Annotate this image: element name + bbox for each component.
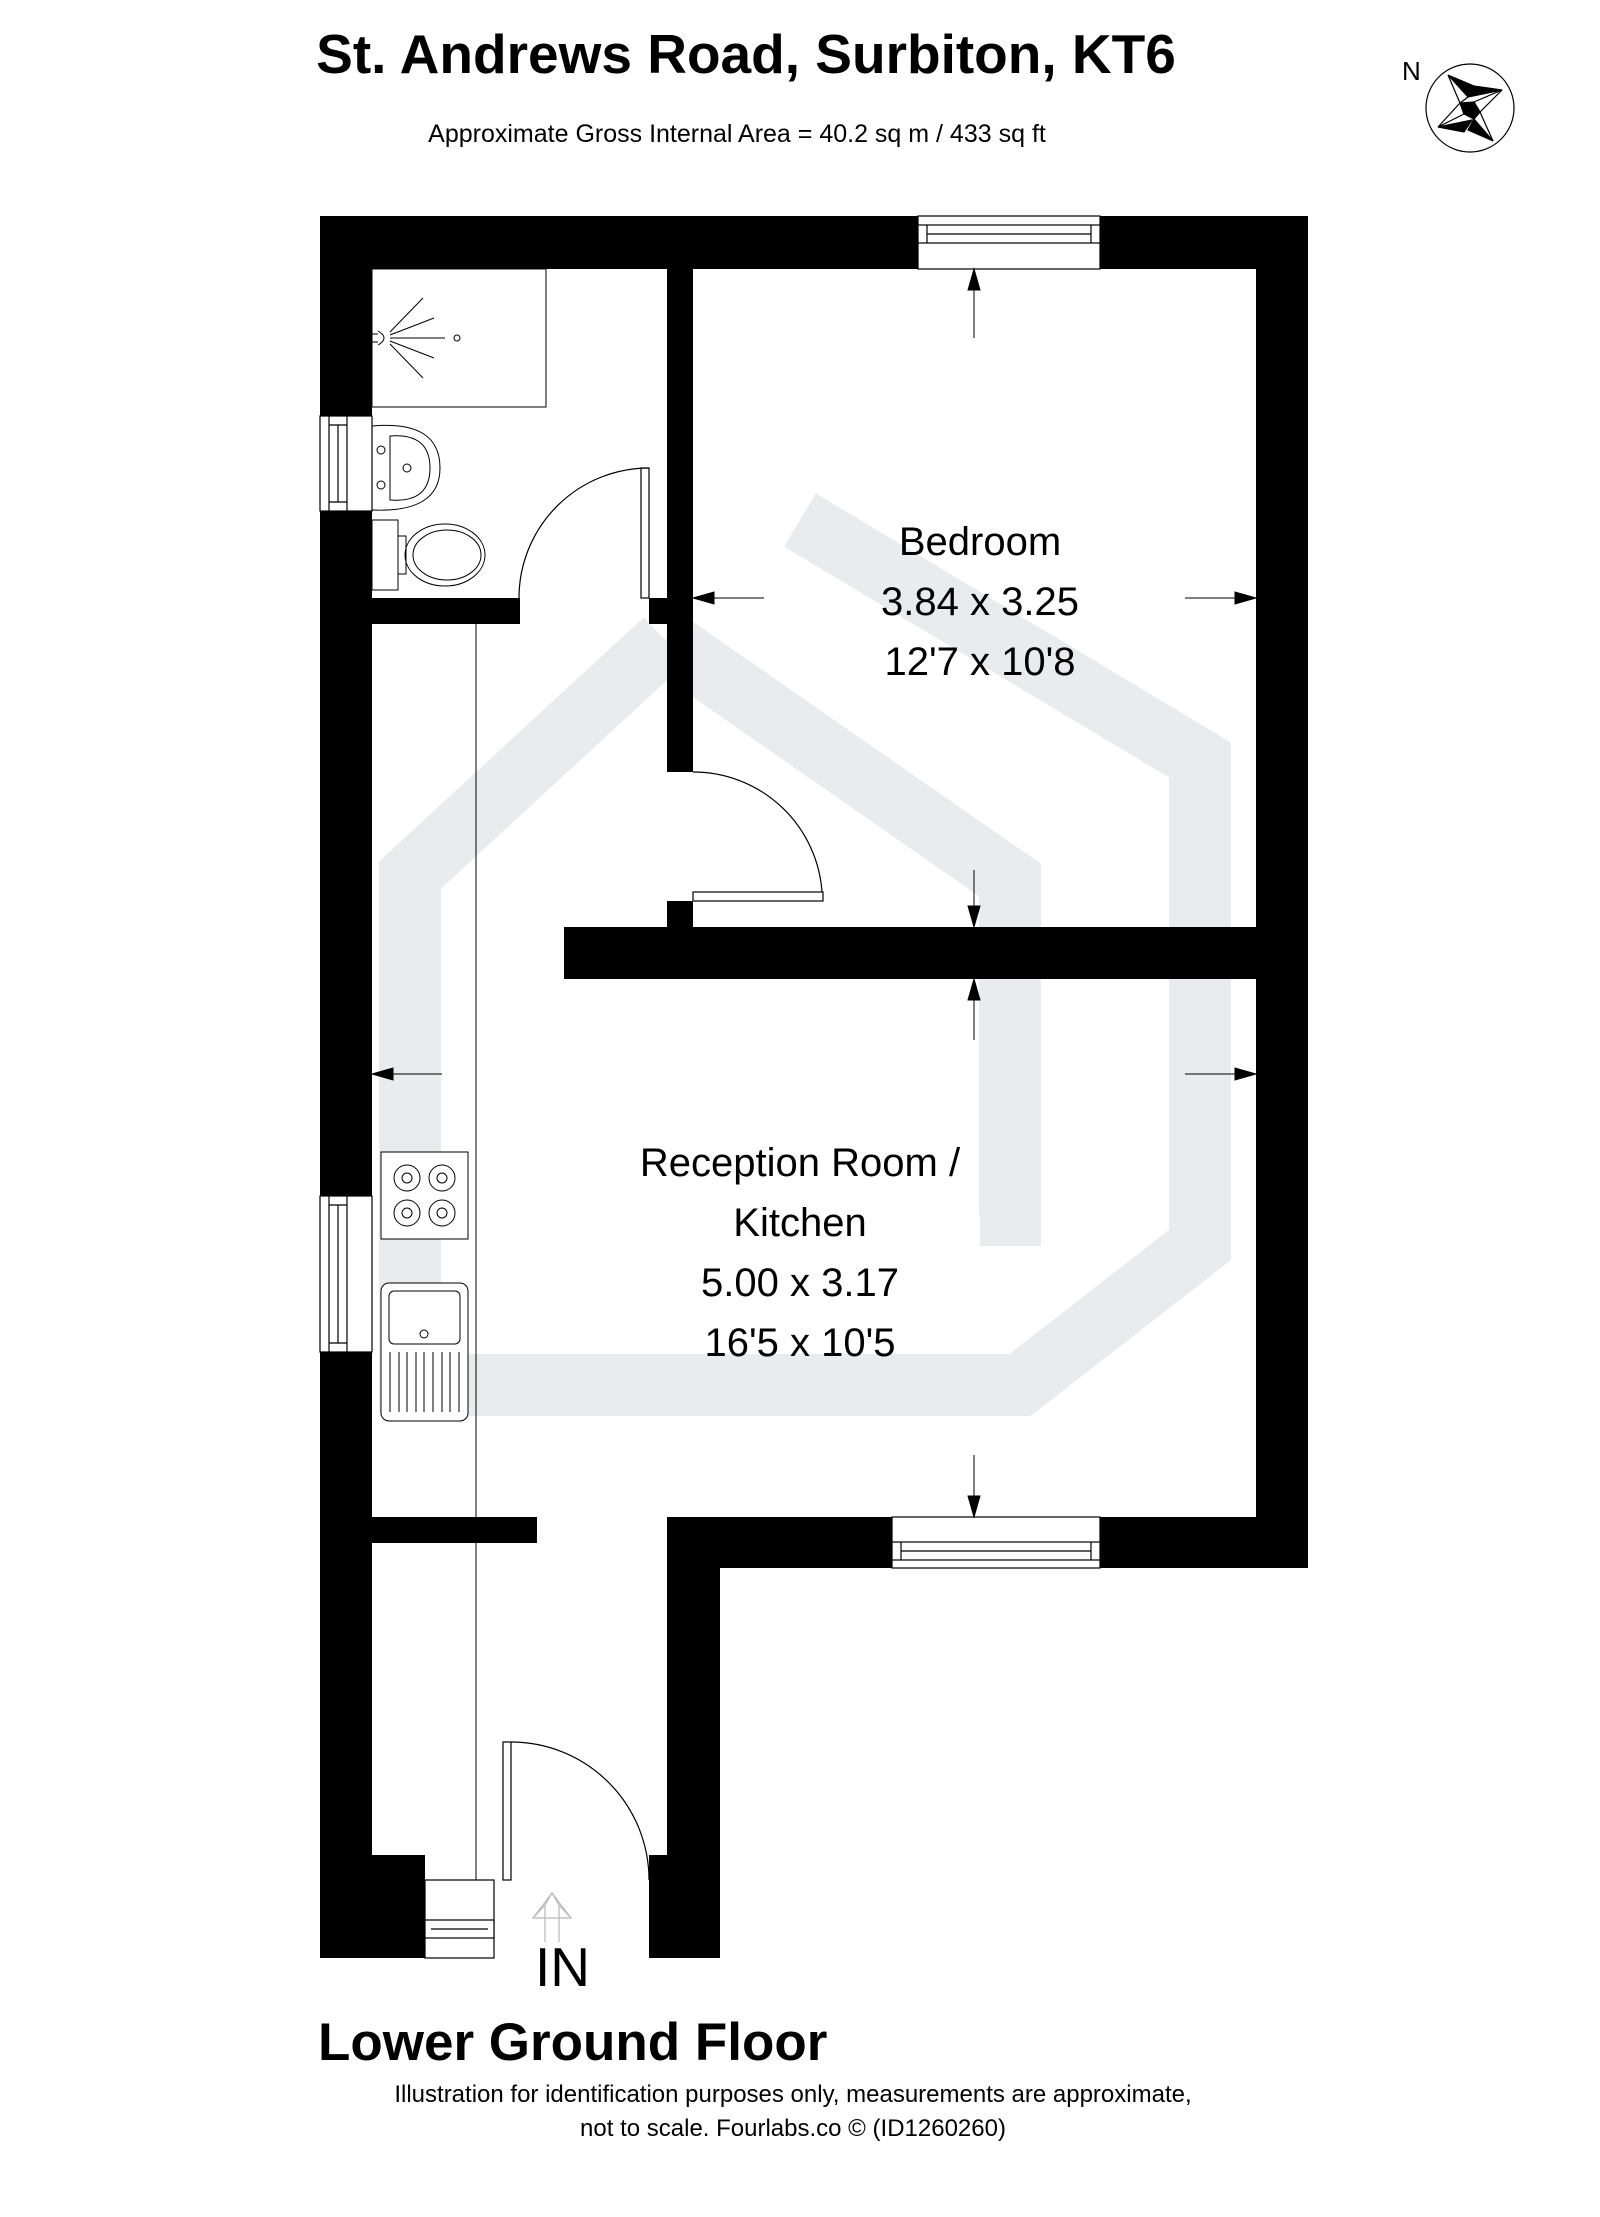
basin-icon <box>371 424 441 511</box>
windows <box>319 215 1101 1959</box>
disclaimer-line-2: not to scale. Fourlabs.co © (ID1260260) <box>580 2115 1006 2142</box>
shower-icon <box>371 268 547 408</box>
window-entrance <box>424 1879 495 1959</box>
kitchen-sink-icon <box>380 1282 469 1422</box>
area-subtitle-text: Approximate Gross Internal Area = 40.2 s… <box>428 120 1046 148</box>
door-entrance <box>502 1741 650 1881</box>
entrance-arrow-icon <box>531 1891 573 1942</box>
door-bathroom <box>518 467 650 599</box>
room-imperial: 12'7 x 10'8 <box>884 640 1076 684</box>
room-metric: 3.84 x 3.25 <box>881 580 1079 624</box>
room-label-bedroom: Bedroom 3.84 x 3.25 12'7 x 10'8 <box>820 512 1140 692</box>
toilet-icon <box>371 519 486 591</box>
watermark-logo <box>379 493 1231 1416</box>
disclaimer-line-1: Illustration for identification purposes… <box>394 2081 1192 2108</box>
north-label: N <box>1402 56 1421 86</box>
room-name: Bedroom <box>898 520 1062 564</box>
floor-label: Lower Ground Floor <box>318 2013 828 2072</box>
window-reception <box>891 1516 1101 1569</box>
entrance-label: IN <box>535 1936 590 1998</box>
property-title: St. Andrews Road, Surbiton, KT6 <box>0 22 1600 86</box>
walls <box>320 216 1308 1958</box>
hob-icon <box>380 1151 469 1240</box>
door-bedroom <box>692 771 824 902</box>
area-subtitle: Approximate Gross Internal Area = 40.2 s… <box>0 120 1600 149</box>
property-title-text: St. Andrews Road, Surbiton, KT6 <box>316 23 1176 85</box>
compass-rose-icon: N <box>1402 56 1515 153</box>
room-label-reception-kitchen: Reception Room / Kitchen 5.00 x 3.17 16'… <box>570 1133 1030 1373</box>
dimension-arrows <box>370 267 1258 1519</box>
disclaimer-footer: Illustration for identification purposes… <box>0 2078 1600 2146</box>
room-name-line1: Reception Room / <box>639 1141 961 1185</box>
room-imperial: 16'5 x 10'5 <box>704 1321 896 1365</box>
room-metric: 5.00 x 3.17 <box>701 1261 899 1305</box>
window-kitchen <box>319 1195 373 1353</box>
window-bathroom <box>319 415 373 512</box>
room-name-line2: Kitchen <box>733 1201 867 1245</box>
doors <box>502 467 824 1881</box>
window-bedroom <box>917 215 1101 270</box>
